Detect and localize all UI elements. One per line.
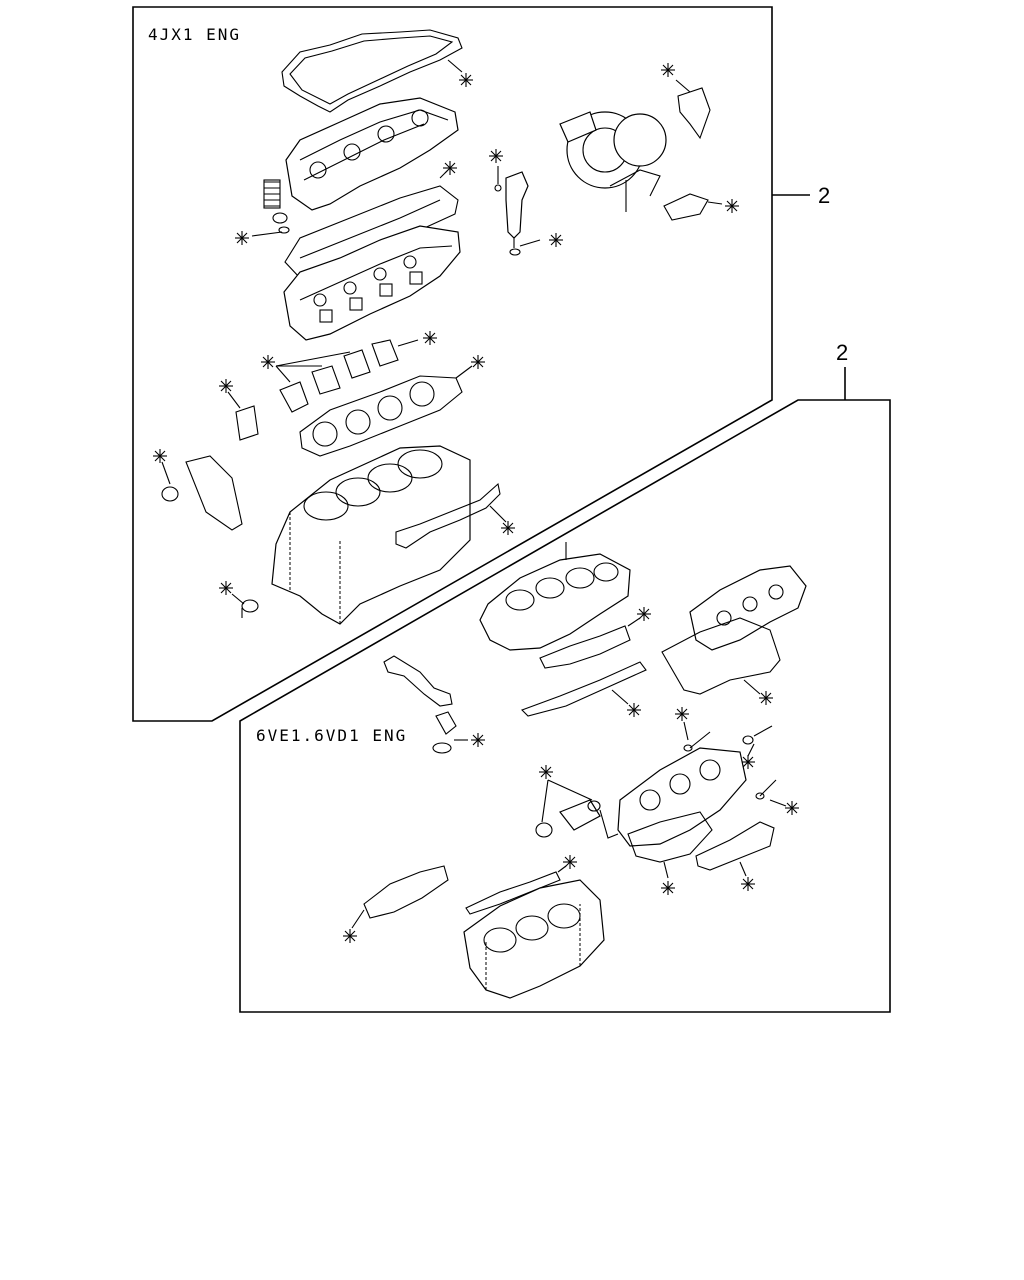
- exhaust-gasket-right: [695, 821, 775, 877]
- asterisk-icon: [342, 928, 358, 944]
- rocker-cover-gasket-right: [661, 617, 781, 695]
- exhaust-manifold-gasket: [395, 482, 507, 549]
- svg-text:2: 2: [818, 183, 830, 208]
- bolt-seal-side: [755, 779, 787, 807]
- asterisk-icon: [218, 378, 234, 394]
- turbocharger: [559, 111, 667, 212]
- cylinder-block: [271, 445, 471, 625]
- head-gasket-v: [465, 865, 567, 915]
- asterisk-icon: [740, 876, 756, 892]
- water-pipe: [383, 655, 468, 754]
- asterisk-icon: [422, 330, 438, 346]
- asterisk-icon: [500, 520, 516, 536]
- water-outlet-gasket: [227, 391, 259, 441]
- thermostat-housing: [535, 779, 619, 839]
- asterisk-icon: [234, 230, 250, 246]
- rocker-cover-gasket: [281, 29, 463, 113]
- asterisk-icon: [470, 732, 486, 748]
- asterisk-icon: [660, 880, 676, 896]
- cylinder-block-v: [463, 879, 605, 999]
- head-gasket: [299, 365, 473, 457]
- svg-text:2: 2: [836, 340, 848, 365]
- panel-4jx1-frame: [132, 6, 773, 722]
- front-cover-gasket: [161, 455, 243, 531]
- intake-gaskets: [275, 339, 419, 413]
- bolt-seal-right: [742, 725, 773, 757]
- asterisk-icon: [458, 72, 474, 88]
- asterisk-icon: [470, 354, 486, 370]
- asterisk-icon: [636, 606, 652, 622]
- bolt-seal-upper: [683, 721, 711, 752]
- asterisk-icon: [260, 354, 276, 370]
- cylinder-head-v: [617, 747, 747, 847]
- panel-4jx1-label: 4JX1 ENG: [148, 25, 241, 44]
- camshaft-carrier: [285, 97, 459, 211]
- asterisk-icon: [784, 800, 800, 816]
- asterisk-icon: [488, 148, 504, 164]
- asterisk-icon: [758, 690, 774, 706]
- asterisk-icon: [538, 764, 554, 780]
- asterisk-icon: [660, 62, 676, 78]
- asterisk-icon: [152, 448, 168, 464]
- plenum-gasket: [521, 661, 647, 717]
- callout-upper: 2: [772, 183, 830, 208]
- asterisk-icon: [548, 232, 564, 248]
- asterisk-icon: [674, 706, 690, 722]
- intake-manifold: [479, 542, 631, 651]
- asterisk-icon: [218, 580, 234, 596]
- intake-manifold-gasket: [539, 617, 641, 669]
- asterisk-icon: [724, 198, 740, 214]
- turbo-gasket-lower: [663, 193, 723, 221]
- turbo-gasket-upper: [675, 79, 711, 140]
- asterisk-icon: [626, 702, 642, 718]
- valve-spring: [251, 179, 290, 237]
- cylinder-head: [283, 225, 461, 341]
- asterisk-icon: [562, 854, 578, 870]
- timing-cover-gasket: [627, 811, 713, 879]
- injector: [494, 166, 541, 256]
- callout-lower: 2: [836, 340, 848, 400]
- exhaust-gasket-left: [351, 865, 449, 929]
- asterisk-icon: [442, 160, 458, 176]
- panel-6ve1-label: 6VE1.6VD1 ENG: [256, 726, 407, 745]
- panel-6ve1-frame: [239, 399, 891, 1013]
- rocker-cover-right: [689, 565, 807, 651]
- rear-oil-seal: [231, 593, 259, 618]
